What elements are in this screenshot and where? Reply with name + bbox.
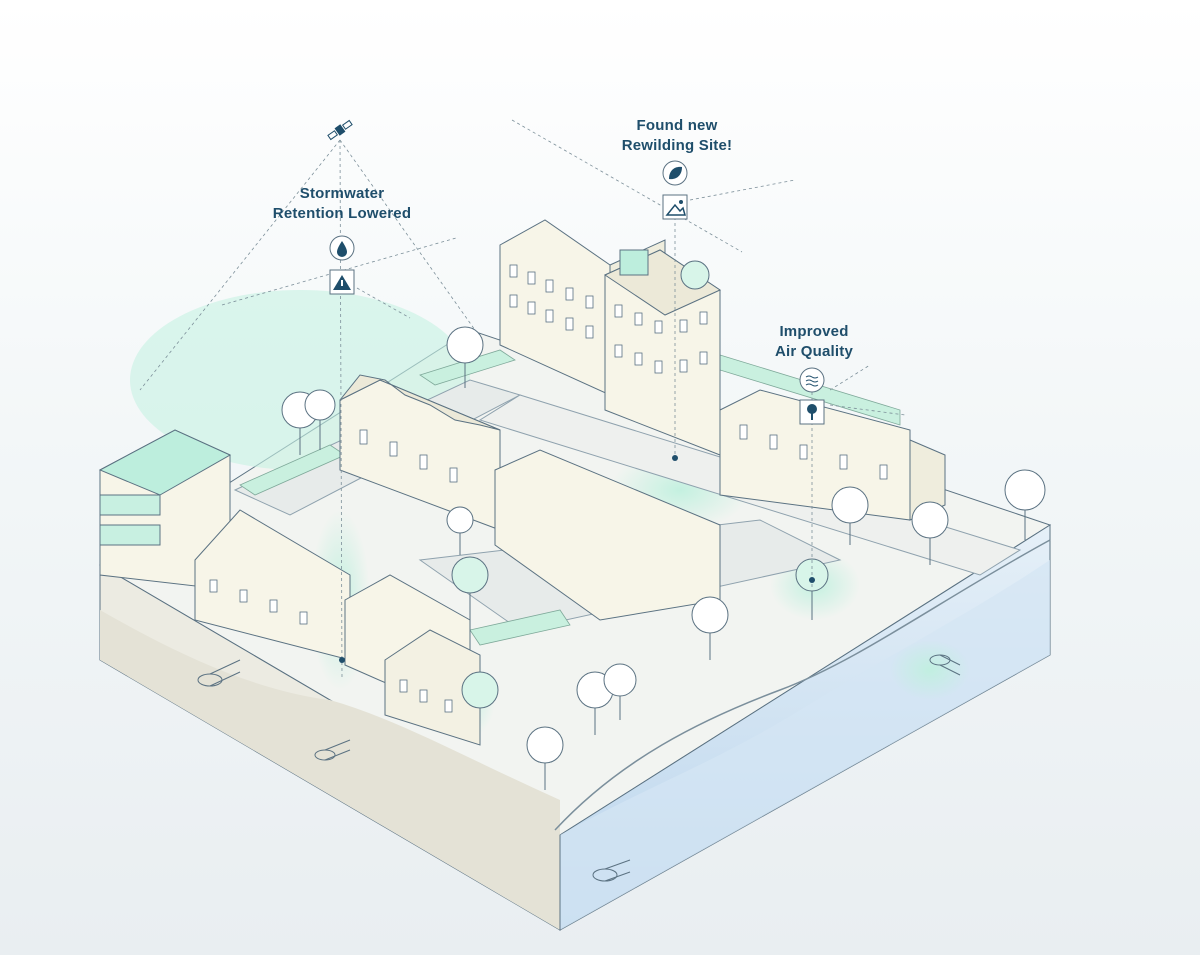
trees [281,260,1046,790]
rewilding-callout: Found new Rewilding Site! [602,116,752,156]
warning-icon [329,269,355,295]
air-quality-label-line1: Improved [779,323,849,340]
riverbank-edge [554,539,1051,831]
rewilding-label-line1: Found new [636,117,718,134]
wind-icon [799,367,825,393]
buildings [98,219,946,746]
tree-icon [799,399,825,425]
air-quality-icons [799,367,825,425]
windows [209,264,888,713]
sensor-pins [339,455,815,663]
connection-lines [139,119,906,681]
stormwater-label-line1: Stormwater [299,185,385,202]
water-drop-icon [329,235,355,261]
landscape-icon [662,194,688,220]
soil-layer [100,610,560,930]
satellite-icon [327,119,353,141]
rewilding-label-line2: Rewilding Site! [621,137,733,154]
air-quality-callout: Improved Air Quality [748,322,880,362]
air-quality-label-line2: Air Quality [774,343,854,360]
stormwater-label-line2: Retention Lowered [272,205,412,222]
stormwater-icons [329,235,355,295]
rewilding-icons [662,160,688,220]
underground-pipes [197,654,961,882]
leaf-icon [662,160,688,186]
stormwater-callout: Stormwater Retention Lowered [262,184,422,224]
